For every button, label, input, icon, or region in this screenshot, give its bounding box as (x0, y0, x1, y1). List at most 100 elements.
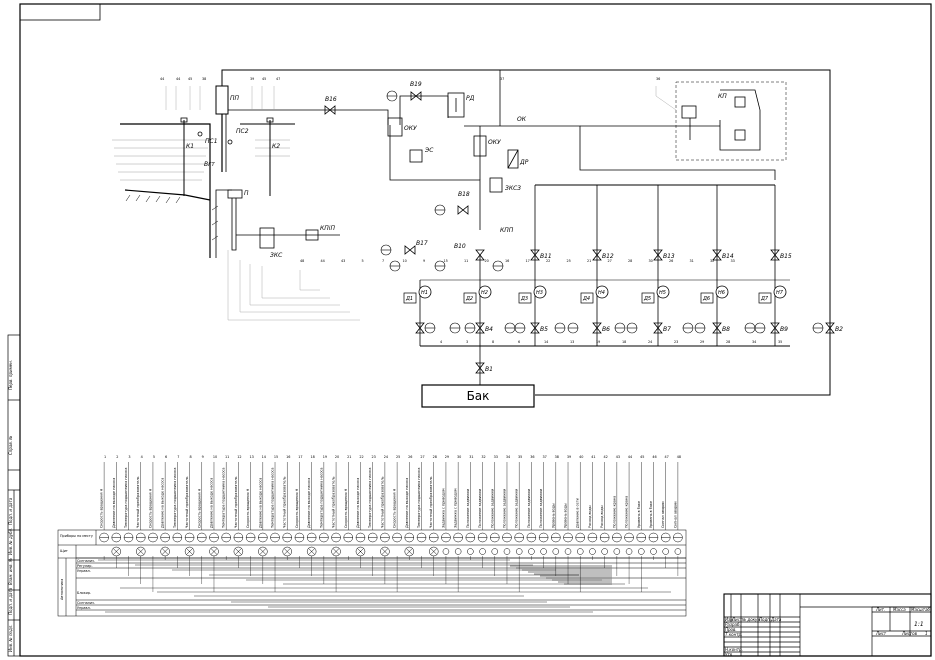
panel-symbol (662, 548, 669, 555)
top-number-5: 39 (250, 77, 254, 81)
pump-4-label: Н4 (598, 290, 605, 296)
column-title: Уровень воды (551, 503, 555, 528)
column-number: 1 (104, 455, 106, 459)
instrument-circle (392, 532, 402, 543)
column-title: Давление на выходе насоса (356, 478, 360, 528)
lamp-symbol (233, 546, 244, 557)
bottom-valve-3-label: В5 (540, 326, 548, 333)
oku-1 (387, 117, 403, 137)
column-number: 4 (141, 455, 143, 459)
label-kpp: КПП (500, 227, 514, 234)
tank-valve-b1 (475, 362, 485, 374)
mid-number-15: 21 (587, 259, 591, 263)
tb-row-3: Т.контр. (725, 632, 742, 637)
mid-number-7: 9 (423, 259, 425, 263)
strip-label-7: Инв. № подл. (8, 624, 13, 652)
zks3 (489, 177, 503, 193)
label-k2: К2 (272, 143, 280, 150)
column-number: 26 (408, 455, 412, 459)
instrument-circle (367, 532, 378, 543)
column-number: 45 (640, 455, 644, 459)
pressure-sensor-7-label: Д7 (760, 296, 769, 302)
pressure-sensor-2 (463, 292, 477, 304)
local-gauge-12 (744, 322, 756, 334)
tb-sheets: Листов (901, 631, 918, 636)
instrument-circle (294, 532, 305, 543)
pump-3-label: Н3 (536, 290, 543, 296)
mid-number-6: 10 (403, 259, 407, 263)
low-number-1: 4 (440, 340, 442, 344)
instrument-circle (416, 532, 427, 543)
panel-symbol (503, 548, 511, 555)
pump-3 (533, 285, 547, 299)
label-zks: ЗКС (270, 252, 283, 259)
column-title: Частотный преобразователь (234, 477, 238, 529)
pump-7-label: Н7 (776, 290, 784, 296)
column-title: Положение задвижки (515, 489, 519, 528)
instrument-circle (660, 532, 671, 543)
instrument-circle (587, 532, 598, 543)
low-number-2: 3 (466, 340, 468, 344)
lamp-symbol (404, 546, 415, 557)
kpip-left (305, 229, 319, 241)
label-kpip: КПіП (320, 225, 335, 232)
lamp-symbol (111, 546, 122, 557)
column-number: 20 (335, 455, 339, 459)
top-number-8: 37 (500, 77, 504, 81)
column-number: 43 (616, 455, 620, 459)
table-left-row-4: Блокир. (77, 591, 91, 595)
mid-number-8: 15 (444, 259, 448, 263)
instrument-circle (453, 532, 463, 543)
column-number: 9 (202, 455, 204, 459)
kp-valve-2 (734, 129, 746, 141)
column-number: 10 (213, 455, 217, 459)
label-ok: ОК (517, 116, 527, 123)
instrument-circle (441, 532, 451, 543)
column-number: 6 (165, 455, 167, 459)
instrument-circle (355, 532, 366, 543)
local-gauge-2 (449, 322, 461, 334)
branch-valve-4 (712, 249, 722, 261)
table-left-row-6: Управл. (77, 606, 91, 610)
column-number: 35 (518, 455, 522, 459)
column-number: 32 (481, 455, 485, 459)
valve-b17 (404, 245, 416, 255)
pressure-sensor-4 (580, 292, 594, 304)
pressure-sensor-3 (518, 292, 532, 304)
column-title: Скорость вращения Н (246, 488, 250, 528)
mid-number-2: 44 (321, 259, 325, 263)
mid-number-4: 5 (362, 259, 364, 263)
column-number: 22 (359, 455, 363, 459)
mid-number-20: 31 (690, 259, 694, 263)
branch-valve-2 (592, 249, 602, 261)
column-number: 29 (445, 455, 449, 459)
column-title: Уровень в баке (637, 501, 641, 528)
table-left-group: Автоматика (60, 579, 64, 600)
column-number: 14 (262, 455, 266, 459)
column-title: Температура подшипника насоса (417, 468, 421, 530)
kp-zone (675, 81, 787, 161)
column-title: Скорость вращения Н (344, 488, 348, 528)
column-title: Задвижка с приводом (441, 488, 445, 528)
pump-5-label: Н5 (659, 290, 666, 296)
mid-number-11: 16 (505, 259, 509, 263)
local-gauge-16 (434, 260, 446, 272)
branch-valve-5-label: В15 (780, 253, 792, 260)
